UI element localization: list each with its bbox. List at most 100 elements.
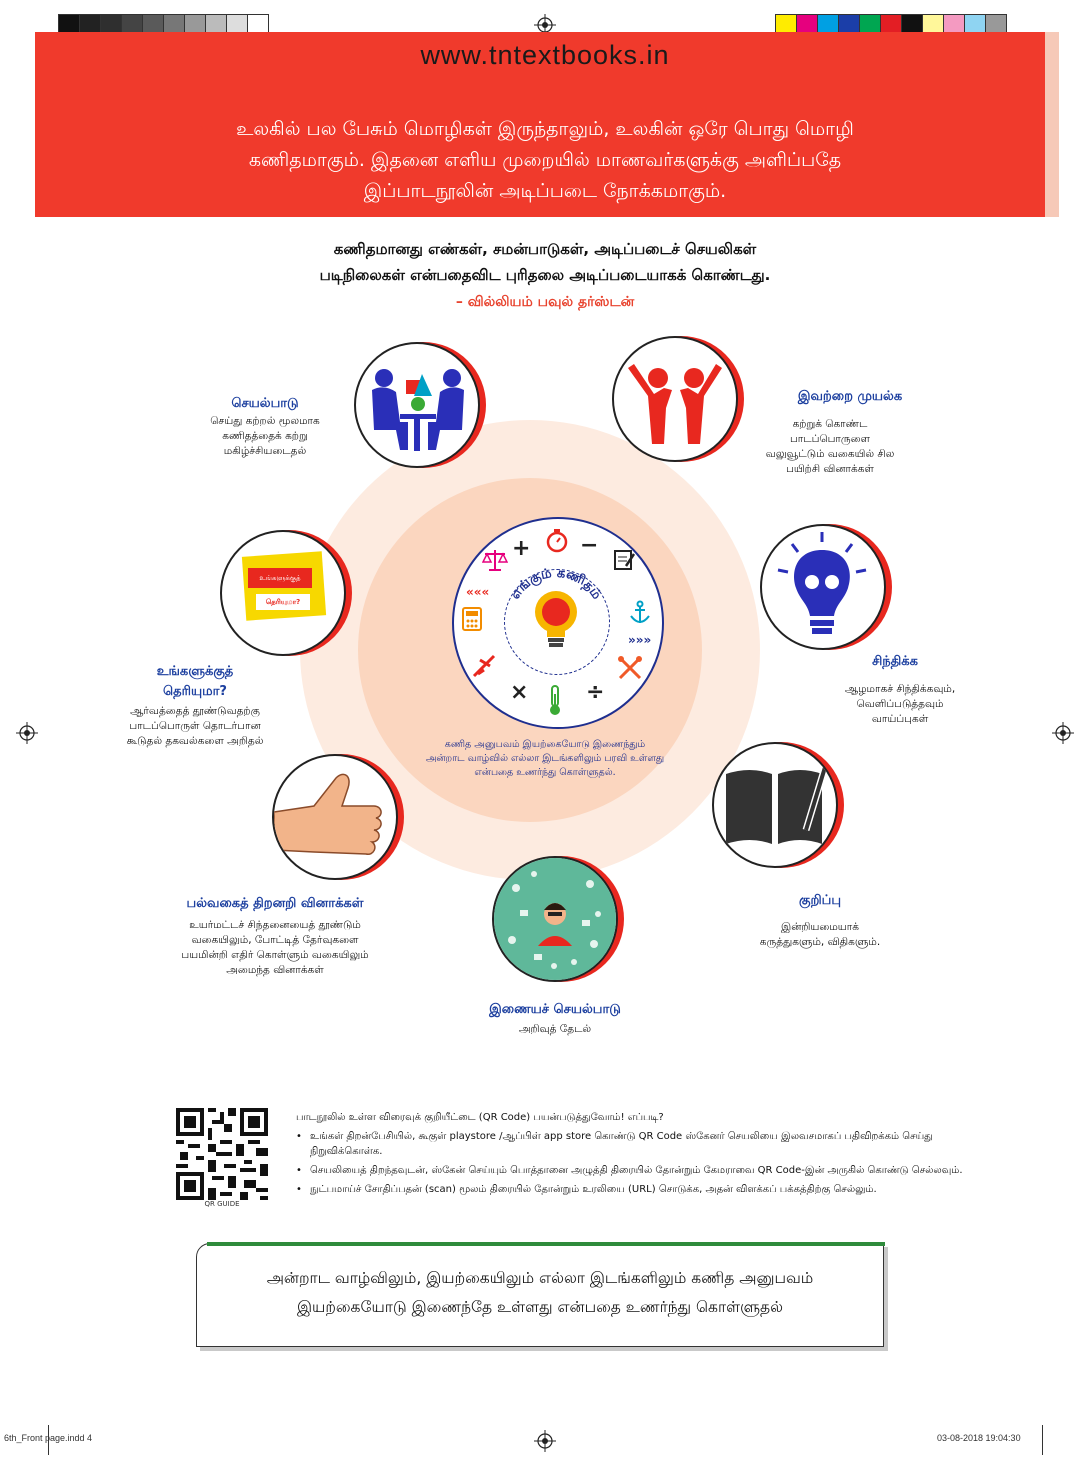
- desc-line: வலுவூட்டும் வகையில் சில: [765, 448, 895, 460]
- feature-note-desc: இன்றியமையாக் கருத்துகளும், விதிகளும்.: [720, 920, 920, 950]
- desc-line: பயமின்றி எதிர் கொள்ளும் வகையிலும்: [181, 949, 369, 961]
- feature-try-this-desc: கற்றுக் கொண்ட பாடப்பொருளை வலுவூட்டும் வக…: [745, 417, 915, 477]
- qr-step: செயலியைத் திறந்தவுடன், ஸ்கேன் செய்யும் ப…: [296, 1163, 976, 1178]
- feature-activity-title: செயல்பாடு: [231, 396, 299, 411]
- crop-mark: [1042, 1425, 1043, 1455]
- desc-line: வகையிலும், போட்டித் தேர்வுகளை: [191, 934, 359, 946]
- feature-do-you-know-desc: ஆர்வத்தைத் தூண்டுவதற்கு பாடப்பொருள் தொடர…: [110, 704, 280, 749]
- feature-note-title: குறிப்பு: [798, 893, 841, 908]
- desc-line: அமைந்த வினாக்கள்: [226, 964, 324, 976]
- crop-mark: [48, 1425, 49, 1455]
- feature-try-this-title: இவற்றை முயல்க: [797, 389, 903, 404]
- qr-code[interactable]: QR GUIDE: [176, 1108, 268, 1210]
- site-url[interactable]: www.tntextbooks.in: [420, 40, 670, 70]
- desc-line: இன்றியமையாக்: [780, 921, 860, 933]
- intro-line: இப்பாடநூலின் அடிப்படை நோக்கமாகும்.: [363, 180, 727, 202]
- feature-ict-title: இணையச் செயல்பாடு: [489, 1002, 621, 1017]
- calculator-icon: [462, 607, 482, 631]
- qr-step: உங்கள் திறன்பேசியில், கூகுள் playstore /…: [296, 1129, 976, 1159]
- registration-mark-icon: [1052, 722, 1074, 744]
- footer-file-name: 6th_Front page.indd 4: [4, 1433, 93, 1443]
- feature-think-badge: [760, 524, 892, 650]
- center-dashed-ring: [504, 569, 610, 675]
- desc-line: உயர்மட்டச் சிந்தனையைத் தூண்டும்: [189, 919, 361, 931]
- feature-think-title: சிந்திக்க: [872, 654, 918, 669]
- desc-line: மகிழ்ச்சியடைதல்: [223, 445, 307, 457]
- anchor-icon: [630, 600, 650, 623]
- qr-code-icon: [176, 1108, 268, 1200]
- tools-icon: [618, 656, 642, 680]
- feature-ict-desc: அறிவுத் தேடல்: [455, 1022, 655, 1037]
- center-caption-line: அன்றாட வாழ்வில் எல்லா இடங்களிலும் பரவி உ…: [425, 753, 665, 764]
- registration-mark-icon: [16, 722, 38, 744]
- left-arrows-icon: «««: [466, 585, 490, 599]
- intro-line: உலகில் பல பேசும் மொழிகள் இருந்தாலும், உல…: [236, 118, 854, 140]
- desc-line: கற்றுக் கொண்ட: [792, 418, 868, 430]
- title-line: உங்களுக்குத்: [156, 664, 234, 679]
- desc-line: வெளிப்படுத்தவும்: [856, 698, 944, 710]
- activity-people-icon: [372, 369, 464, 451]
- qr-label: QR GUIDE: [204, 1200, 240, 1208]
- feature-note-badge: [712, 742, 844, 868]
- summary-line: அன்றாட வாழ்விலும், இயற்கையிலும் எல்லா இட…: [266, 1269, 814, 1287]
- raised-hands-icon: [628, 364, 722, 444]
- feature-do-you-know-title: உங்களுக்குத் தெரியுமா?: [130, 662, 260, 702]
- thumbs-up-icon: [274, 773, 382, 855]
- footer-datetime: 03-08-2018 19:04:30: [937, 1433, 1021, 1443]
- desc-line: பாடப்பொருள் தொடர்பான: [129, 720, 261, 732]
- airplane-icon: [472, 654, 496, 678]
- feature-do-you-know-badge: உங்களுக்குத் தெரியுமா?: [220, 530, 352, 656]
- title-line: தெரியுமா?: [163, 684, 227, 699]
- qr-instructions: பாடநூலில் உள்ள விரைவுக் குறியீட்டை (QR C…: [296, 1110, 976, 1201]
- desc-line: வாய்ப்புகள்: [871, 713, 929, 725]
- ict-network-icon: [494, 858, 616, 980]
- idea-bulb-icon: [777, 532, 867, 634]
- feature-think-desc: ஆழமாகச் சிந்திக்கவும், வெளிப்படுத்தவும் …: [815, 682, 985, 727]
- qr-step: நுட்பமாய்ச் சோதிப்பதன் (scan) மூலம் திரை…: [296, 1182, 976, 1197]
- feature-mcq-desc: உயர்மட்டச் சிந்தனையைத் தூண்டும் வகையிலும…: [160, 918, 390, 978]
- thermometer-icon: [550, 685, 560, 715]
- intro-line: கணிதமாகும். இதனை எளிய முறையில் மாணவர்களு…: [248, 149, 842, 171]
- desc-line: கூடுதல் தகவல்களை அறிதல்: [126, 735, 264, 747]
- notepad-icon: [614, 550, 636, 570]
- summary-line: இயற்கையோடு இணைந்தே உள்ளது என்பதை உணர்ந்த…: [296, 1298, 784, 1316]
- qr-heading: பாடநூலில் உள்ள விரைவுக் குறியீட்டை (QR C…: [296, 1112, 664, 1123]
- feature-mcq-badge: [272, 754, 404, 880]
- header-shade: [1045, 32, 1059, 217]
- desc-line: செய்து கற்றல் மூலமாக: [210, 415, 320, 427]
- desc-line: ஆர்வத்தைத் தூண்டுவதற்கு: [130, 705, 260, 717]
- book-pen-icon: [726, 762, 830, 844]
- desc-line: அறிவுத் தேடல்: [518, 1023, 592, 1035]
- balance-scale-icon: [482, 550, 508, 571]
- quote: கணிதமானது எண்கள், சமன்பாடுகள், அடிப்படைச…: [245, 236, 845, 288]
- feature-activity-desc: செய்து கற்றல் மூலமாக கணிதத்தைக் கற்று மக…: [180, 414, 350, 459]
- desc-line: கணிதத்தைக் கற்று: [222, 430, 308, 442]
- feature-ict-badge: [492, 856, 624, 982]
- plus-icon: +: [512, 536, 531, 561]
- summary-box-accent: [207, 1242, 885, 1246]
- center-caption-line: கணித அனுபவம் இயற்கையோடு இணைந்தும்: [444, 739, 646, 750]
- quote-author: – வில்லியம் பவுல் தர்ஸ்டன்: [455, 294, 635, 310]
- center-caption: கணித அனுபவம் இயற்கையோடு இணைந்தும் அன்றாட…: [420, 738, 670, 780]
- feature-try-this-badge: [612, 336, 744, 462]
- desc-line: பயிற்சி வினாக்கள்: [786, 463, 874, 475]
- minus-icon: −: [580, 533, 599, 558]
- right-arrows-icon: »»»: [628, 633, 652, 647]
- desc-line: பாடப்பொருளை: [789, 433, 871, 445]
- summary-box: அன்றாட வாழ்விலும், இயற்கையிலும் எல்லா இட…: [196, 1242, 885, 1347]
- summary-text: அன்றாட வாழ்விலும், இயற்கையிலும் எல்லா இட…: [197, 1264, 883, 1322]
- divide-icon: ÷: [586, 680, 605, 705]
- stopwatch-icon: [546, 529, 568, 553]
- do-you-know-badge-top: உங்களுக்குத்: [248, 568, 312, 588]
- grayscale-color-bar: [58, 14, 269, 38]
- intro-text: உலகில் பல பேசும் மொழிகள் இருந்தாலும், உல…: [145, 114, 945, 207]
- times-icon: ×: [510, 680, 529, 705]
- desc-line: கருத்துகளும், விதிகளும்.: [759, 936, 881, 948]
- do-you-know-badge-bottom: தெரியுமா?: [256, 594, 310, 610]
- quote-line: கணிதமானது எண்கள், சமன்பாடுகள், அடிப்படைச…: [333, 240, 757, 258]
- quote-line: படிநிலைகள் என்பதைவிட புரிதலை அடிப்படையாக…: [319, 266, 771, 284]
- light-bulb-icon: [535, 591, 577, 647]
- feature-activity-badge: [354, 342, 486, 468]
- desc-line: ஆழமாகச் சிந்திக்கவும்,: [844, 683, 956, 695]
- center-caption-line: என்பதை உணர்ந்து கொள்ளுதல்.: [474, 767, 616, 778]
